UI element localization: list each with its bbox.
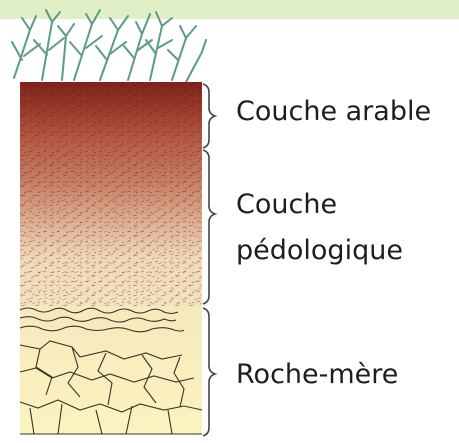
label-topsoil: Couche arable — [236, 94, 431, 130]
grass-icon — [12, 10, 206, 82]
label-subsoil-line2: pédologique — [236, 233, 403, 269]
label-subsoil-line1: Couche — [236, 187, 337, 223]
label-bedrock: Roche-mère — [236, 357, 398, 393]
brace-subsoil — [203, 150, 215, 304]
brace-topsoil — [203, 84, 215, 148]
brace-bedrock — [203, 308, 215, 436]
